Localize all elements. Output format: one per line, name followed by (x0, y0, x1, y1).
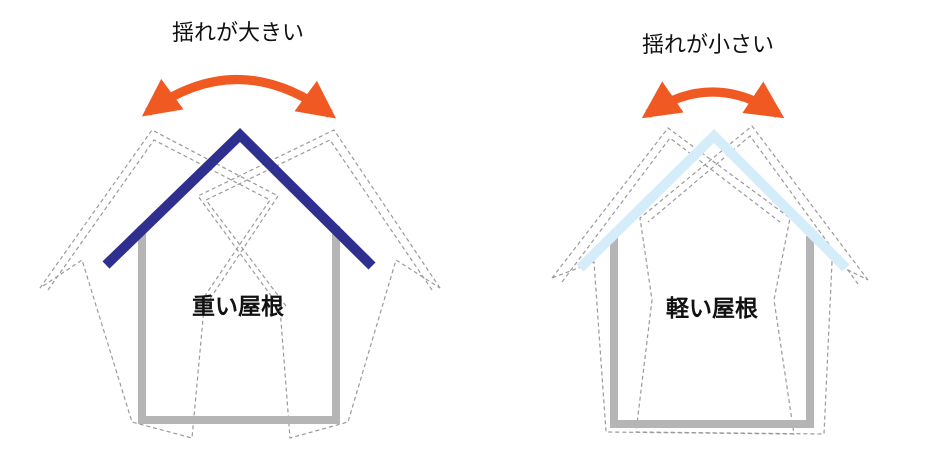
small-sway-arrow (641, 81, 785, 119)
heavy-roof-label: 重い屋根 (192, 294, 284, 320)
heavy-roof-house-group: 揺れが大きい 重い屋根 (39, 21, 441, 439)
light-roof-label: 軽い屋根 (666, 296, 758, 322)
small-sway-label: 揺れが小さい (642, 33, 774, 58)
light-house-walls (610, 236, 814, 428)
light-swayed-outline-left (550, 127, 795, 435)
light-swayed-outline-right (635, 125, 869, 435)
large-sway-label: 揺れが大きい (172, 21, 304, 46)
light-roof (576, 128, 850, 272)
swayed-outline-right (197, 129, 441, 439)
heavy-house-walls (138, 226, 340, 424)
swayed-outline-left (39, 129, 279, 439)
light-roof-house-group: 揺れが小さい 軽い屋根 (550, 33, 869, 435)
large-sway-arrow (141, 75, 337, 119)
heavy-roof (102, 127, 376, 270)
